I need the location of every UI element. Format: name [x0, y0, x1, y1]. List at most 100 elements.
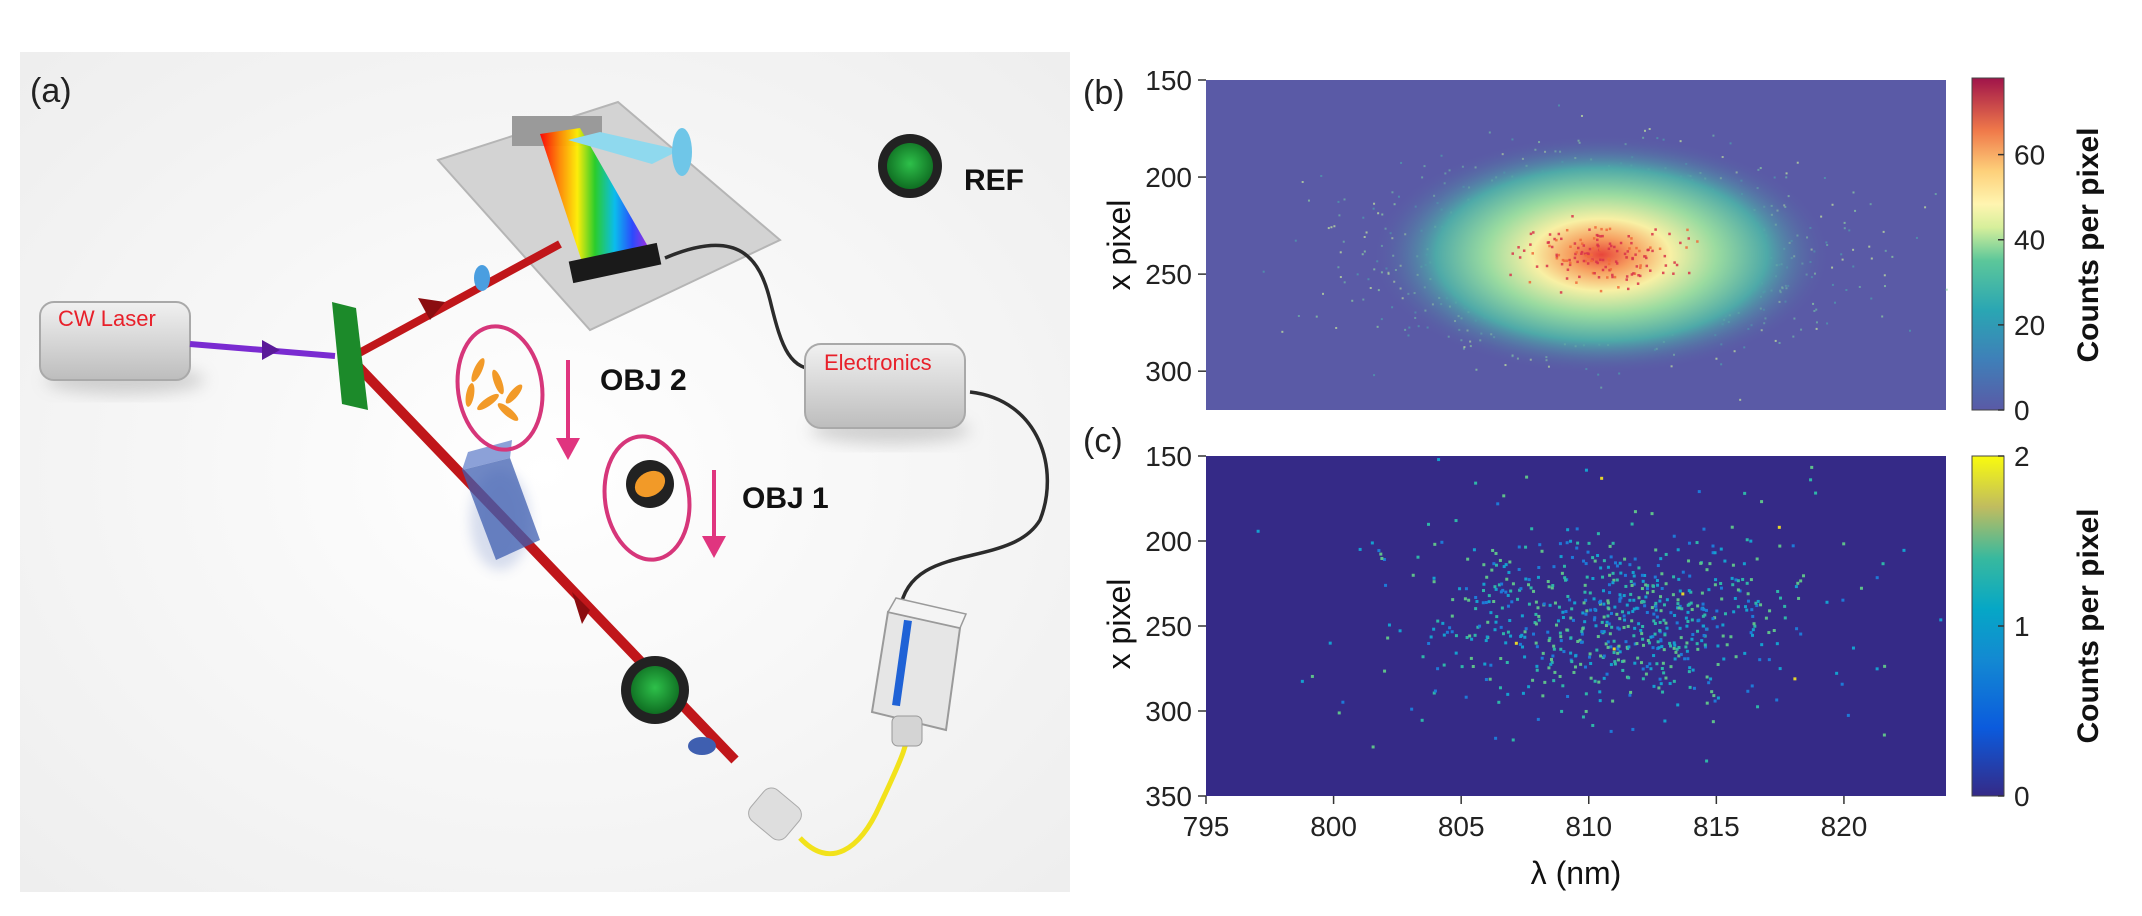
- speckle: [1335, 326, 1338, 329]
- photon-count: [1553, 670, 1557, 674]
- hotspot: [1587, 255, 1590, 258]
- photon-count: [1712, 694, 1716, 698]
- photon-count: [1688, 666, 1692, 670]
- photon-count: [1711, 551, 1715, 555]
- photon-count: [1569, 539, 1573, 543]
- photon-count: [1779, 596, 1783, 600]
- hotspot: [1574, 252, 1577, 256]
- photon-count: [1736, 579, 1740, 583]
- photon-count: [1610, 625, 1614, 629]
- photon-count: [1499, 625, 1503, 629]
- photon-count: [1709, 677, 1713, 681]
- photon-count: [1631, 609, 1635, 613]
- photon-count: [1672, 534, 1676, 538]
- photon-count: [1511, 582, 1515, 586]
- photon-count: [1734, 655, 1738, 659]
- photon-count: [1652, 684, 1656, 688]
- photon-count: [1793, 677, 1797, 681]
- photon-count: [1689, 601, 1693, 605]
- hotspot: [1573, 242, 1577, 245]
- speckle: [1883, 285, 1886, 288]
- photon-count: [1621, 668, 1625, 672]
- photon-count: [1676, 598, 1680, 602]
- photon-count: [1697, 618, 1701, 622]
- photon-count: [1678, 626, 1682, 630]
- photon-count: [1736, 588, 1740, 592]
- hotspot: [1631, 256, 1634, 260]
- photon-count: [1550, 660, 1554, 664]
- speckle: [1337, 266, 1340, 269]
- photon-count: [1723, 559, 1727, 563]
- photon-count: [1527, 583, 1531, 587]
- photon-count: [1527, 578, 1531, 582]
- photon-count: [1520, 614, 1524, 618]
- photon-count: [1777, 525, 1781, 529]
- photon-count: [1625, 645, 1629, 649]
- hotspot: [1577, 246, 1580, 250]
- photon-count: [1607, 607, 1611, 611]
- hotspot: [1596, 243, 1599, 247]
- speckle: [1301, 180, 1304, 183]
- colorbar-tick-label: 60: [2014, 140, 2045, 171]
- photon-count: [1550, 657, 1554, 661]
- photon-count: [1574, 654, 1578, 658]
- photon-count: [1497, 583, 1501, 587]
- beam-to-spectrometer: [348, 240, 562, 362]
- photon-count: [1606, 614, 1610, 618]
- speckle: [1297, 315, 1300, 318]
- photon-count: [1584, 709, 1588, 713]
- photon-count: [1547, 585, 1551, 589]
- photon-count: [1561, 610, 1565, 614]
- photon-count: [1337, 711, 1341, 715]
- photon-count: [1476, 625, 1480, 629]
- hotspot: [1672, 272, 1675, 275]
- photon-count: [1593, 559, 1597, 563]
- photon-count: [1647, 641, 1651, 645]
- hotspot: [1522, 249, 1526, 252]
- photon-count: [1442, 663, 1446, 667]
- photon-count: [1695, 642, 1699, 646]
- hotspot: [1658, 247, 1662, 251]
- photon-count: [1507, 570, 1511, 574]
- photon-count: [1772, 628, 1776, 632]
- obj2-arrow-head: [556, 438, 580, 460]
- photon-count: [1652, 619, 1656, 623]
- photon-count: [1690, 608, 1694, 612]
- speckle: [1320, 174, 1323, 177]
- speckle: [1915, 236, 1918, 239]
- cw-laser-label: CW Laser: [58, 306, 156, 331]
- hotspot: [1595, 244, 1599, 248]
- speckle: [1852, 248, 1855, 251]
- photon-count: [1810, 465, 1814, 469]
- photon-count: [1635, 606, 1639, 610]
- photon-count: [1557, 619, 1561, 623]
- photon-count: [1654, 608, 1658, 612]
- speckle: [1307, 199, 1310, 202]
- photon-count: [1551, 654, 1555, 658]
- hotspot: [1654, 228, 1657, 231]
- photon-count: [1541, 651, 1545, 655]
- photon-count: [1730, 525, 1734, 529]
- photon-count: [1659, 638, 1663, 642]
- photon-count: [1606, 565, 1610, 569]
- photon-count: [1432, 627, 1436, 631]
- photon-count: [1840, 682, 1844, 686]
- photon-count: [1902, 548, 1906, 552]
- hotspot: [1583, 252, 1587, 256]
- photon-count: [1523, 635, 1527, 639]
- photon-count: [1703, 643, 1707, 647]
- photon-count: [1688, 685, 1692, 689]
- photon-count: [1518, 588, 1522, 592]
- photon-count: [1552, 679, 1556, 683]
- speckle: [1580, 114, 1583, 117]
- photon-count: [1563, 576, 1567, 580]
- hotspot: [1518, 256, 1522, 259]
- photon-count: [1664, 552, 1668, 556]
- photon-count: [1442, 633, 1446, 637]
- photon-count: [1560, 709, 1564, 713]
- photon-count: [1635, 642, 1639, 646]
- speckle: [1813, 309, 1816, 312]
- hotspot: [1686, 228, 1689, 232]
- x-tick-label: 800: [1310, 811, 1357, 842]
- speckle: [1774, 339, 1777, 342]
